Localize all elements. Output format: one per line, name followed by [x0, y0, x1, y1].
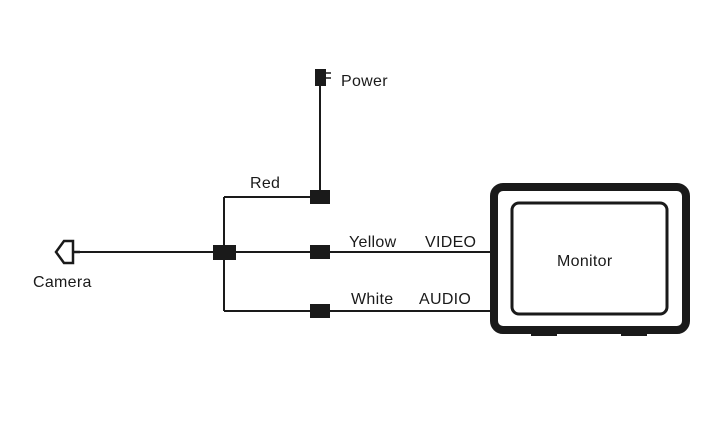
audio-label: AUDIO	[419, 291, 471, 308]
power-label: Power	[341, 73, 388, 90]
monitor-icon	[490, 183, 690, 336]
video-label: VIDEO	[425, 234, 476, 251]
yellow-label: Yellow	[349, 234, 397, 251]
camera-icon	[54, 239, 80, 265]
audio-connector	[310, 304, 330, 318]
red-label: Red	[250, 175, 280, 192]
video-connector	[310, 245, 330, 259]
power-plug-icon	[315, 69, 331, 86]
red-connector	[310, 190, 330, 204]
monitor-label: Monitor	[557, 253, 613, 270]
white-label: White	[351, 291, 393, 308]
camera-label: Camera	[33, 274, 92, 291]
